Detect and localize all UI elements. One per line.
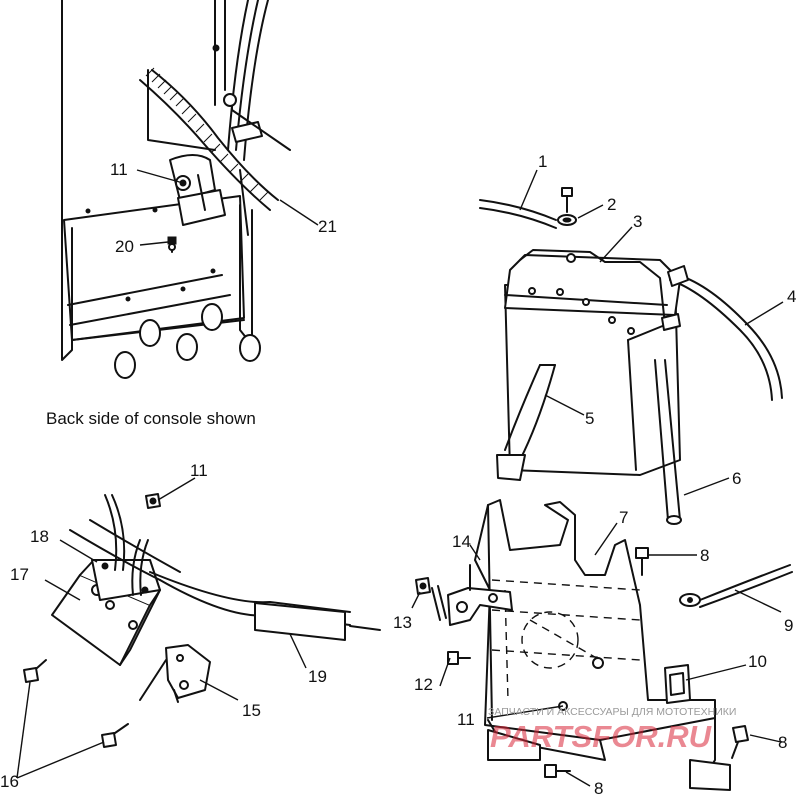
watermark-tagline: ЗАПЧАСТИ И АКСЕССУАРЫ ДЛЯ МОТОТЕХНИКИ — [488, 706, 736, 718]
bolt-8-top — [635, 547, 649, 576]
callout-13: 13 — [393, 613, 412, 632]
terminal-screw — [557, 187, 577, 226]
callout-6: 6 — [732, 469, 741, 488]
box-clip — [664, 664, 691, 704]
callout-2: 2 — [607, 195, 616, 214]
battery-vent-tube — [496, 364, 556, 481]
console-assembly — [61, 0, 261, 379]
mounting-strap — [487, 729, 731, 791]
bolt-8-bottom — [544, 764, 571, 778]
cable-negative — [661, 265, 783, 401]
callout-11-relay: 11 — [190, 461, 208, 480]
callout-4: 4 — [787, 287, 796, 306]
cable-positive — [479, 199, 557, 229]
wiring-harness-conduit — [139, 0, 291, 236]
ground-cable-9 — [679, 564, 793, 608]
battery-cable-tube — [654, 359, 682, 525]
callout-11-box: 11 — [457, 710, 475, 729]
caption: Back side of console shown — [46, 409, 256, 428]
console-relay-bracket — [169, 154, 226, 226]
relay-wires — [69, 494, 181, 596]
callout-8-bottom: 8 — [594, 779, 603, 798]
mounting-bracket-14 — [447, 564, 513, 626]
callout-5: 5 — [585, 409, 594, 428]
screw-16-upper — [23, 659, 47, 683]
harness-19 — [149, 571, 381, 641]
callout-12: 12 — [414, 675, 433, 694]
clip-13 — [431, 585, 447, 621]
callout-3: 3 — [633, 212, 642, 231]
nut-13 — [415, 577, 431, 595]
callout-9: 9 — [784, 616, 793, 635]
callout-21: 21 — [318, 217, 337, 236]
callout-17: 17 — [10, 565, 29, 584]
console-screw — [167, 236, 177, 253]
leader-lines — [16, 169, 784, 787]
callout-8-top: 8 — [700, 546, 709, 565]
watermark-brand: PARTSFOR.RU — [490, 719, 713, 754]
battery — [504, 249, 681, 476]
callout-16: 16 — [0, 772, 19, 791]
callout-19: 19 — [308, 667, 327, 686]
callout-7: 7 — [619, 508, 628, 527]
callout-18: 18 — [30, 527, 49, 546]
callout-20: 20 — [115, 237, 134, 256]
bolt-12 — [447, 651, 471, 665]
callout-10: 10 — [748, 652, 767, 671]
nut-11 — [145, 493, 161, 509]
callout-1: 1 — [538, 152, 547, 171]
callout-8-right: 8 — [778, 733, 787, 752]
bolt-8-right — [731, 725, 749, 759]
bracket-15 — [139, 644, 211, 703]
screw-16-lower — [101, 723, 129, 748]
callout-15: 15 — [242, 701, 261, 720]
battery-box — [474, 499, 716, 786]
callout-11-console: 11 — [110, 160, 128, 179]
relay-bracket — [91, 559, 161, 601]
callout-14: 14 — [452, 532, 471, 551]
